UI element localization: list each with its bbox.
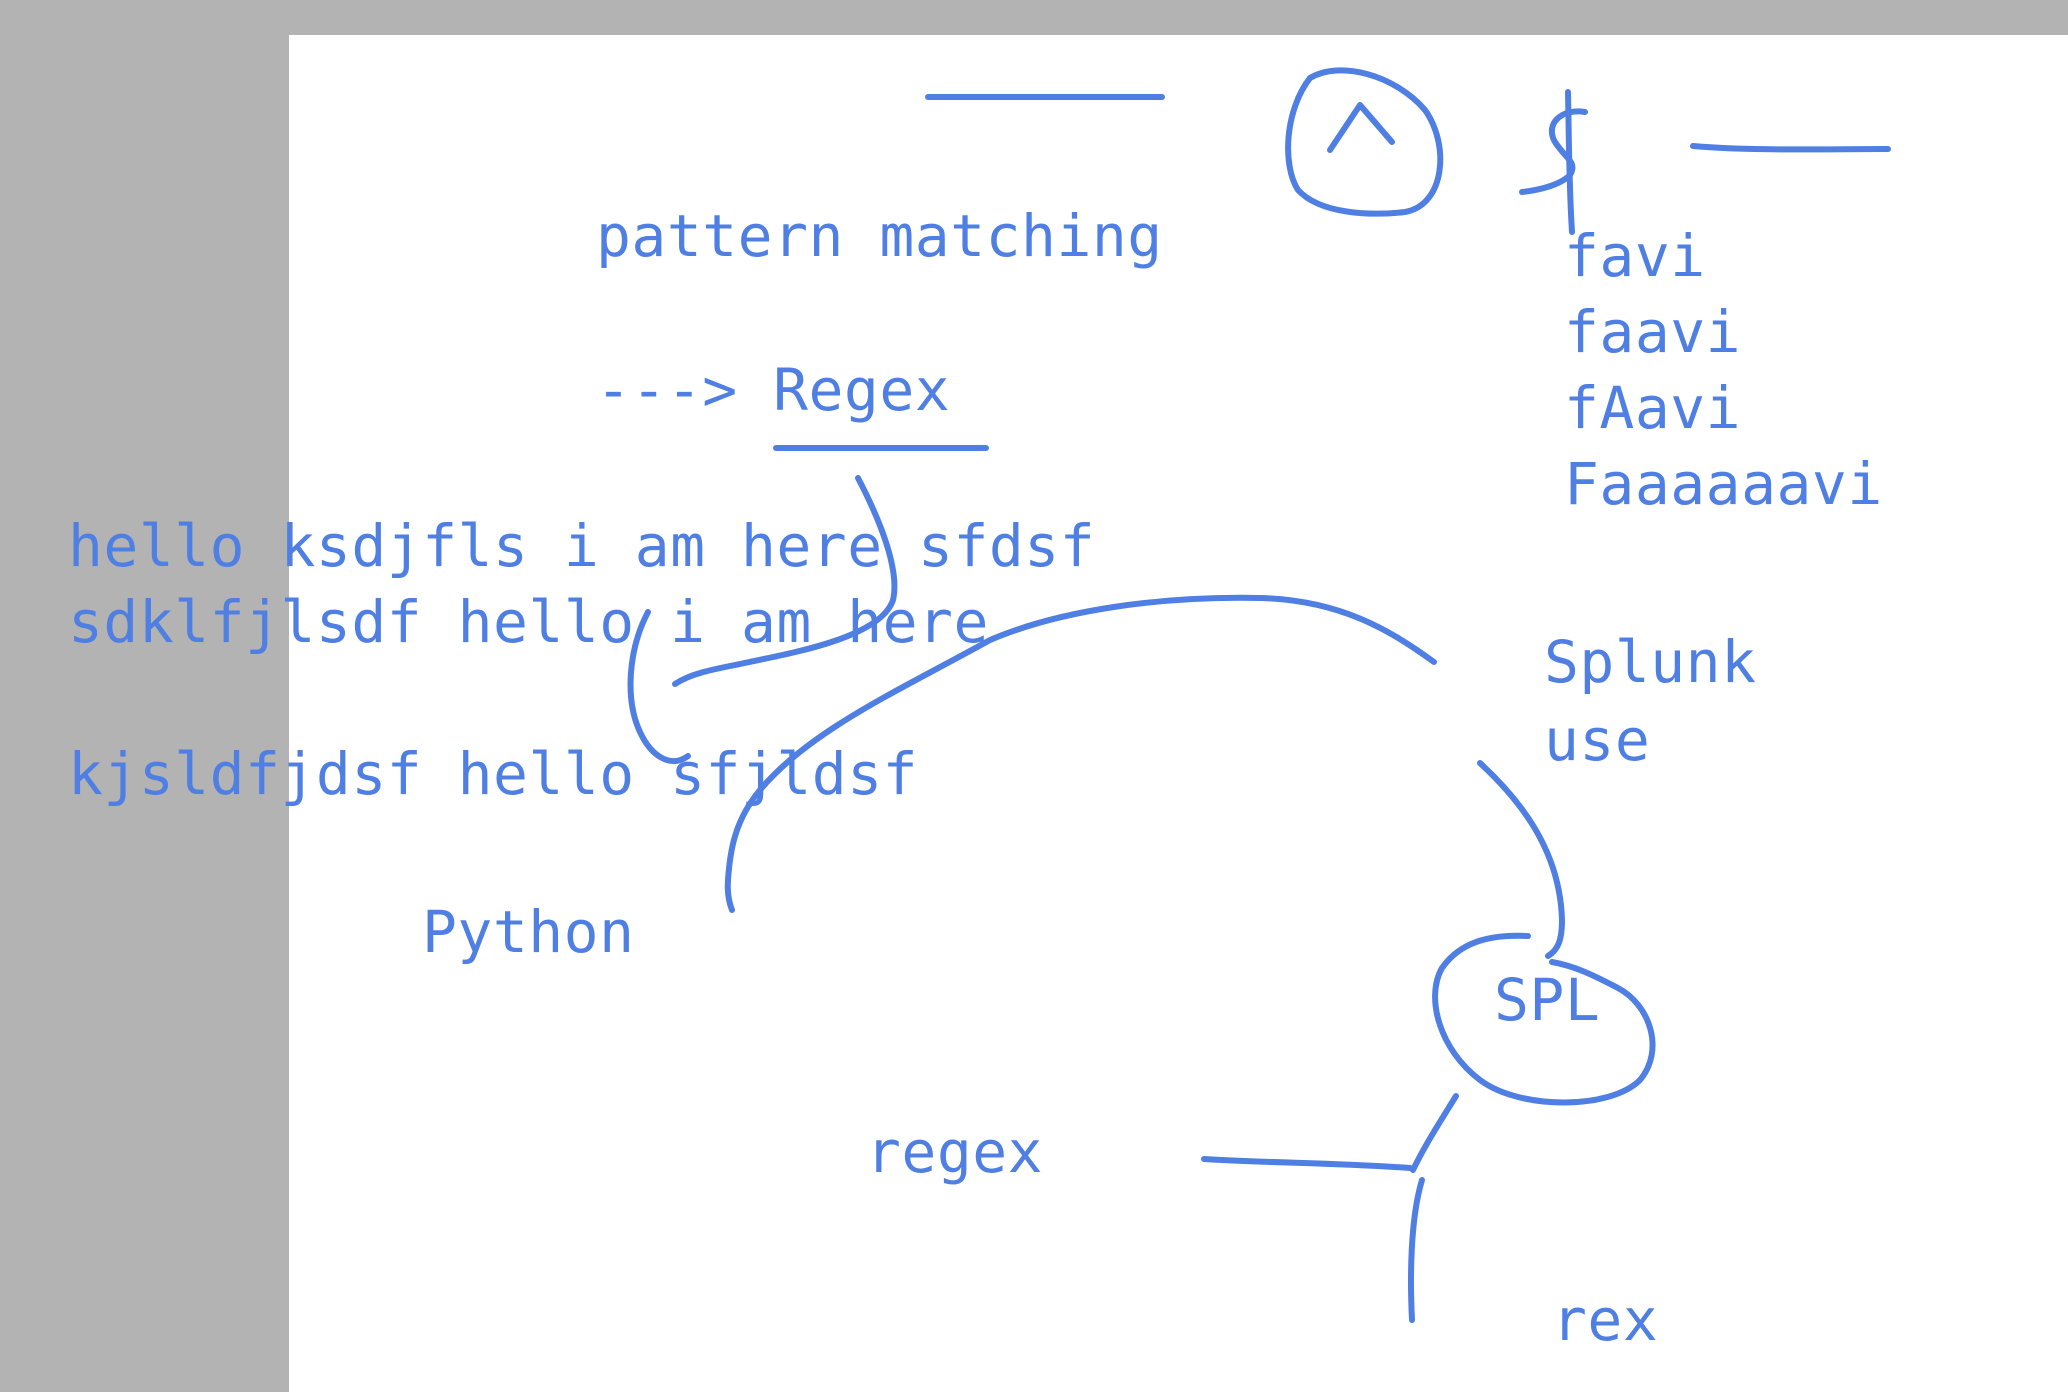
text-sample-line-1: hello ksdjfls i am here sfdsf: [68, 512, 1096, 580]
text-regex-lower: regex: [866, 1118, 1044, 1186]
text-rex: rex: [1552, 1286, 1659, 1354]
text-favi-1: favi: [1564, 222, 1706, 290]
text-arrow-regex: ---> Regex: [596, 356, 951, 424]
text-favi-2: faavi: [1564, 298, 1742, 366]
text-sample-line-2: sdklfjlsdf hello i am here: [68, 588, 989, 656]
text-sample-line-3: kjsldfjdsf hello sfjldsf: [68, 740, 919, 808]
text-pattern-matching: pattern matching: [596, 202, 1163, 270]
whiteboard-canvas[interactable]: [289, 35, 2068, 1392]
text-splunk: Splunk: [1544, 628, 1757, 696]
text-python: Python: [422, 898, 635, 966]
text-favi-4: Faaaaaavi: [1564, 450, 1883, 518]
text-favi-3: fAavi: [1564, 374, 1742, 442]
text-spl: SPL: [1494, 966, 1601, 1034]
text-use: use: [1544, 706, 1651, 774]
